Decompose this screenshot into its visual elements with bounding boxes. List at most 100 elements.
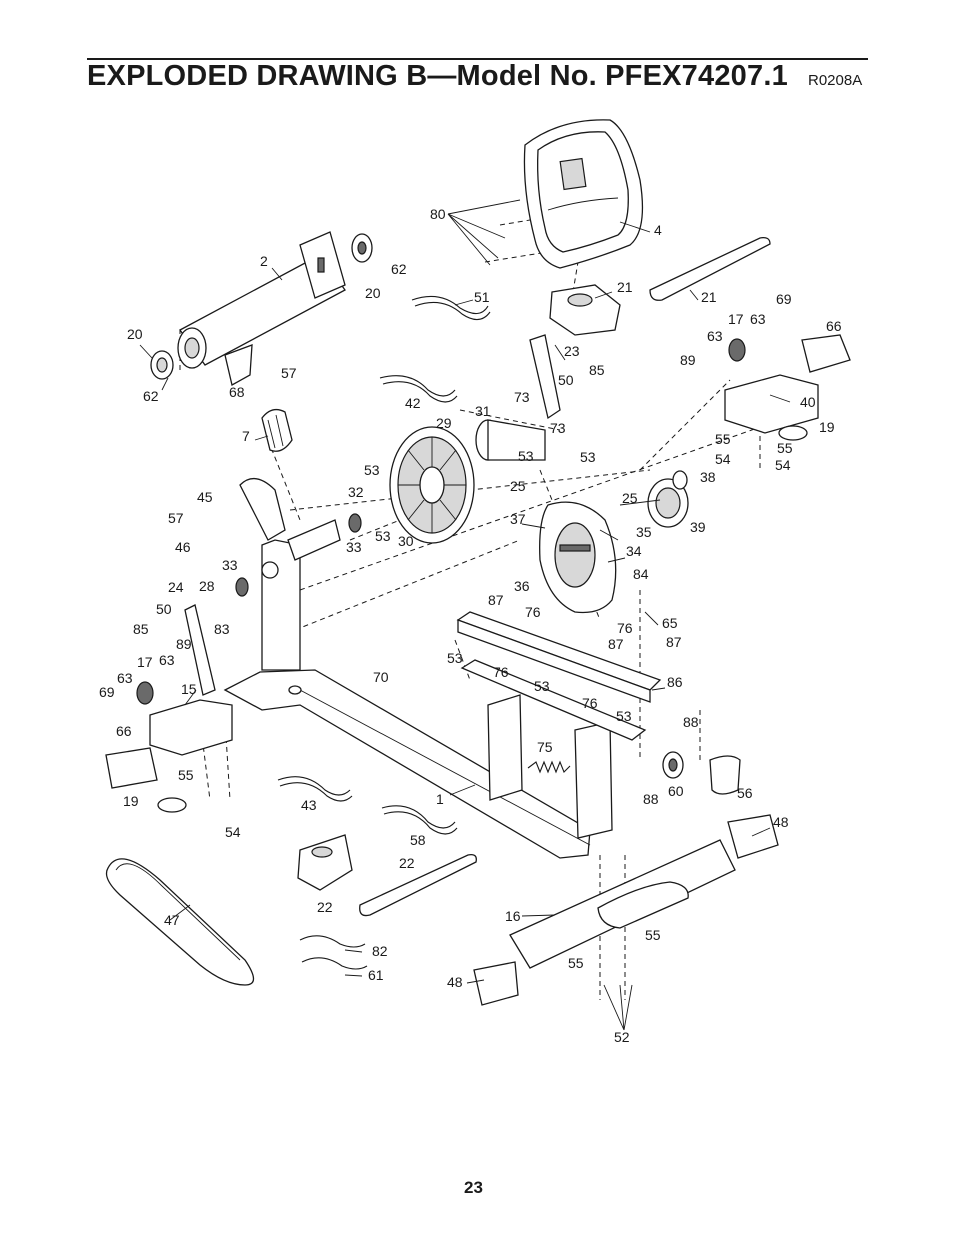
callout: 34 — [626, 543, 642, 559]
callout: 82 — [372, 943, 388, 959]
callout: 70 — [373, 669, 389, 685]
callout: 84 — [633, 566, 649, 582]
callout: 76 — [493, 664, 509, 680]
callout: 53 — [580, 449, 596, 465]
front-stabilizer-parts — [149, 374, 819, 756]
wire-harness-parts — [277, 295, 491, 970]
title-rule — [87, 58, 868, 60]
callout: 76 — [617, 620, 633, 636]
callout: 88 — [643, 791, 659, 807]
callout: 54 — [775, 457, 791, 473]
callout: 53 — [518, 448, 534, 464]
main-frame-part — [223, 669, 613, 859]
rail-part — [456, 611, 662, 741]
callout: 89 — [176, 636, 192, 652]
grip-part — [261, 408, 293, 452]
callout: 55 — [645, 927, 661, 943]
crank-arm-parts — [184, 334, 561, 696]
callout: 89 — [680, 352, 696, 368]
callout: 62 — [391, 261, 407, 277]
callout: 57 — [281, 365, 297, 381]
callout: 54 — [225, 824, 241, 840]
callout: 50 — [156, 601, 172, 617]
callout: 37 — [510, 511, 526, 527]
callout: 60 — [668, 783, 684, 799]
callout: 39 — [690, 519, 706, 535]
callout: 1 — [436, 791, 444, 807]
callout: 55 — [178, 767, 194, 783]
callout: 2 — [260, 253, 268, 269]
callout: 87 — [666, 634, 682, 650]
callout: 25 — [622, 490, 638, 506]
end-cap-part — [150, 233, 373, 380]
callout: 35 — [636, 524, 652, 540]
callout: 65 — [662, 615, 678, 631]
callout: 48 — [773, 814, 789, 830]
pedal-parts — [297, 284, 621, 891]
callout: 87 — [608, 636, 624, 652]
callout: 62 — [143, 388, 159, 404]
idler-part — [662, 751, 684, 779]
callout: 63 — [750, 311, 766, 327]
callout: 19 — [819, 419, 835, 435]
callout: 24 — [168, 579, 184, 595]
callout: 88 — [683, 714, 699, 730]
callout: 85 — [133, 621, 149, 637]
callout: 51 — [474, 289, 490, 305]
callout: 23 — [564, 343, 580, 359]
drawing-code: R0208A — [808, 72, 863, 89]
page-number: 23 — [464, 1178, 483, 1197]
callout: 53 — [364, 462, 380, 478]
callout: 66 — [826, 318, 842, 334]
callout: 58 — [410, 832, 426, 848]
callout: 52 — [614, 1029, 630, 1045]
callout: 15 — [181, 681, 197, 697]
callout: 87 — [488, 592, 504, 608]
callout: 4 — [654, 222, 662, 238]
callout: 50 — [558, 372, 574, 388]
callout: 66 — [116, 723, 132, 739]
bracket-part — [224, 344, 253, 386]
page-title: EXPLODED DRAWING B—Model No. PFEX74207.1 — [87, 60, 788, 92]
callout: 25 — [510, 478, 526, 494]
console-part — [523, 119, 644, 269]
leader-lines — [139, 199, 791, 1031]
callout: 55 — [777, 440, 793, 456]
spring-part — [527, 760, 571, 774]
flywheel-part — [389, 426, 475, 544]
callout: 36 — [514, 578, 530, 594]
callout: 38 — [700, 469, 716, 485]
callout: 33 — [222, 557, 238, 573]
callout: 22 — [399, 855, 415, 871]
callout: 19 — [123, 793, 139, 809]
callout: 42 — [405, 395, 421, 411]
callout: 63 — [707, 328, 723, 344]
callout: 43 — [301, 797, 317, 813]
leveling-foot-parts — [157, 425, 808, 813]
resistance-housing-part — [539, 501, 617, 614]
bearing-parts — [136, 338, 746, 705]
callout: 46 — [175, 539, 191, 555]
callout: 21 — [701, 289, 717, 305]
callout: 54 — [715, 451, 731, 467]
callout: 76 — [582, 695, 598, 711]
callout: 68 — [229, 384, 245, 400]
callout: 69 — [99, 684, 115, 700]
pulley-part — [475, 419, 546, 461]
callout: 55 — [715, 431, 731, 447]
pedal-strap-parts — [359, 236, 771, 917]
callout: 80 — [430, 206, 446, 222]
callout: 69 — [776, 291, 792, 307]
callout: 61 — [368, 967, 384, 983]
seat-post-tube-part — [177, 231, 346, 369]
callout: 32 — [348, 484, 364, 500]
callout: 53 — [616, 708, 632, 724]
callout: 63 — [159, 652, 175, 668]
callout: 57 — [168, 510, 184, 526]
callout: 56 — [737, 785, 753, 801]
callout: 53 — [447, 650, 463, 666]
upright-frame-part — [239, 478, 341, 671]
callout: 40 — [800, 394, 816, 410]
callout: 31 — [475, 403, 491, 419]
callout: 85 — [589, 362, 605, 378]
